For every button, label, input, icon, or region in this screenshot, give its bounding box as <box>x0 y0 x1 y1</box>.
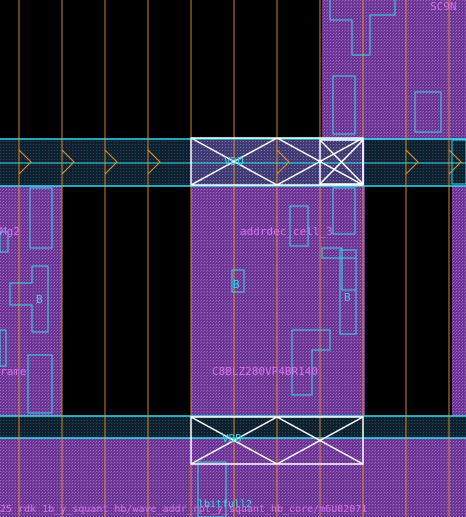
label-macro-name: C8BLZ280VP4BR140 <box>212 365 318 378</box>
track-chevrons <box>18 149 462 175</box>
routing-tracks <box>18 0 450 517</box>
label-left-mid: Mg2 <box>0 225 20 238</box>
cell-center <box>191 186 365 416</box>
rail-bottom <box>0 416 466 438</box>
cell-left <box>0 186 62 416</box>
cell-top-right <box>322 0 466 140</box>
via-top <box>190 137 364 186</box>
label-bottom-path: 25 rdk 1b_y_squant hb/wave_addr_rpt_y_sq… <box>0 504 368 515</box>
power-rails <box>0 138 466 439</box>
label-left-lower: rame <box>0 365 27 378</box>
label-right-pin: B <box>344 291 351 304</box>
label-power-top: VDD <box>224 155 244 168</box>
cell-right <box>452 186 466 416</box>
via-bottom <box>190 416 364 465</box>
label-cell-name: addrdec_cell_3 <box>240 225 333 238</box>
label-left-pin: B <box>36 293 43 306</box>
label-center-pin: B <box>233 278 240 291</box>
label-top-right: SC9N <box>430 0 457 13</box>
label-power-bottom: VDD <box>222 432 242 445</box>
cell-bottom <box>0 438 466 517</box>
label-bottom-center: lbitfull2 <box>198 499 253 510</box>
